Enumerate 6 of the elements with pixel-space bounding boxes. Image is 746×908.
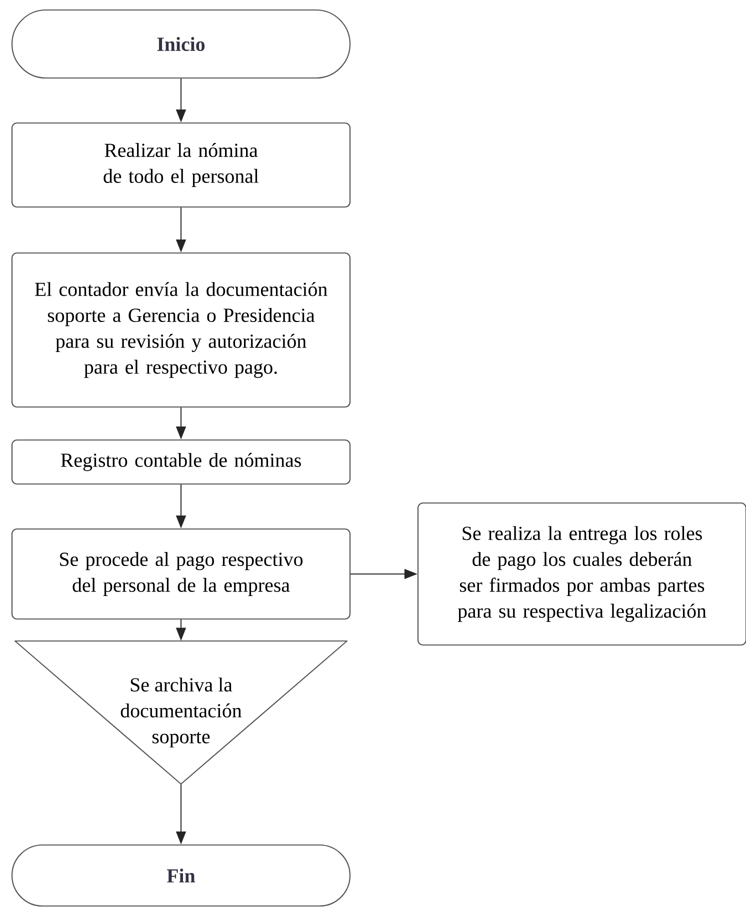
archive-triangle: Se archiva la documentación soporte xyxy=(14,640,348,785)
process-box: Registro contable de nóminas xyxy=(11,439,351,485)
process-box: Se realiza la entrega los roles de pago los cuales deberán ser firmados por ambas partes para su respectiva legalización xyxy=(417,502,746,646)
process-box: El contador envía la documentación soporte a Gerencia o Presidencia para su revisión y autorización para el respectivo pago. xyxy=(11,252,351,408)
process-box: Se procede al pago respectivo del personal de la empresa xyxy=(11,528,351,620)
process-box: Realizar la nómina de todo el personal xyxy=(11,122,351,208)
